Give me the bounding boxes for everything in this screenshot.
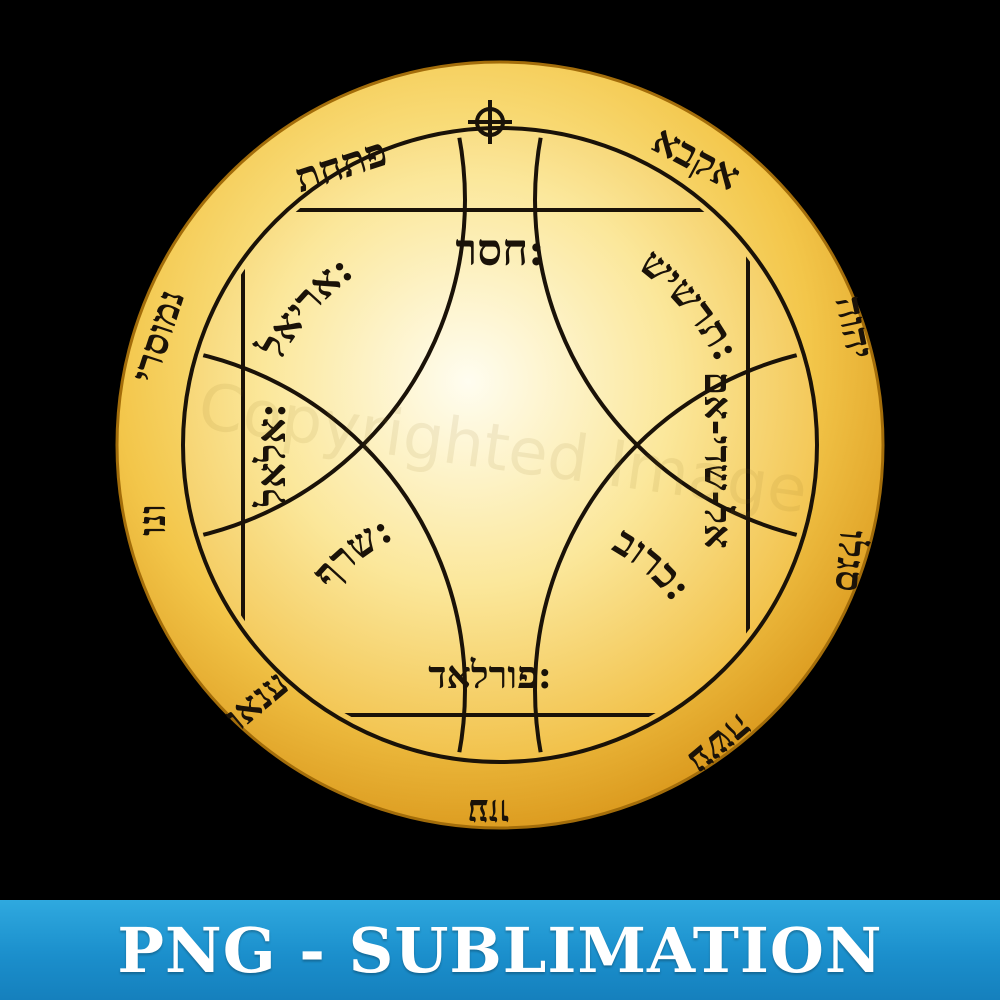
sublimation-banner: PNG - SUBLIMATION xyxy=(0,900,1000,1000)
pentacle-seal: פתחת אקבא נמוסרי ונו ענאו יהוה סגלו עשה … xyxy=(115,60,885,836)
inner-name-left: אלאל: xyxy=(248,403,295,508)
inner-name-bottom: פורלאד: xyxy=(428,652,552,697)
cross-symbol-icon xyxy=(468,100,512,144)
banner-label: PNG - SUBLIMATION xyxy=(117,913,883,987)
inner-square xyxy=(190,135,810,755)
inner-name-top: חסר: xyxy=(456,225,545,276)
ring-name-bottom: עזו xyxy=(467,791,509,836)
inner-name-right: אל-שדי-אם xyxy=(696,372,741,549)
ring-name-right-mid: סגלו xyxy=(826,528,876,593)
ring-name-left-mid: ונו xyxy=(129,504,174,536)
